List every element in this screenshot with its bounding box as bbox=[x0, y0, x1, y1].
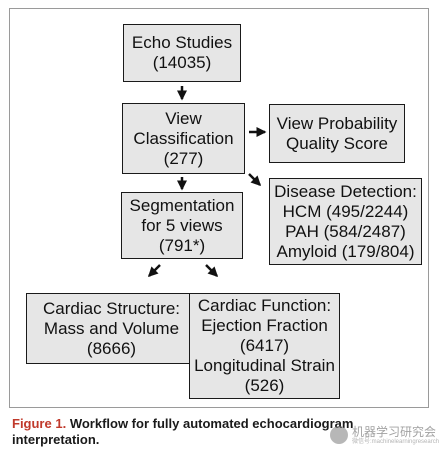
figure-label: Figure 1. bbox=[12, 416, 67, 431]
disease-detection-box: Disease Detection: HCM (495/2244) PAH (5… bbox=[269, 178, 422, 265]
segmentation-box: Segmentation for 5 views (791*) bbox=[121, 192, 243, 259]
view-probability-line-1: View Probability bbox=[276, 113, 398, 133]
watermark-text: 机器学习研究会 bbox=[352, 424, 437, 439]
cardiac-structure-count: (8666) bbox=[86, 338, 137, 358]
watermark-subtext: 微信号:machinelearningresearch bbox=[352, 438, 440, 445]
disease-detection-hcm: HCM (495/2244) bbox=[282, 201, 409, 221]
caption-line-2: interpretation. bbox=[12, 432, 100, 447]
segmentation-count: (791*) bbox=[158, 235, 206, 255]
segmentation-line-2: for 5 views bbox=[141, 215, 223, 235]
caption-line-1: Workflow for fully automated echocardiog… bbox=[69, 416, 354, 431]
cardiac-structure-title: Cardiac Structure: bbox=[43, 298, 180, 318]
figure-caption: Figure 1. Workflow for fully automated e… bbox=[12, 416, 432, 448]
watermark-logo-icon bbox=[330, 426, 348, 444]
cardiac-function-strain: Longitudinal Strain bbox=[194, 356, 335, 375]
disease-detection-title: Disease Detection: bbox=[274, 181, 417, 201]
cardiac-structure-line-2: Mass and Volume bbox=[43, 318, 180, 338]
cardiac-structure-box: Cardiac Structure: Mass and Volume (8666… bbox=[26, 293, 197, 364]
cardiac-function-ejection-count: (6417) bbox=[239, 336, 290, 355]
cardiac-function-box: Cardiac Function: Ejection Fraction (641… bbox=[189, 293, 340, 399]
echo-studies-box: Echo Studies (14035) bbox=[123, 24, 241, 82]
segmentation-line-1: Segmentation bbox=[129, 195, 235, 215]
view-probability-box: View Probability Quality Score bbox=[269, 104, 405, 163]
disease-detection-amyloid: Amyloid (179/804) bbox=[276, 241, 415, 261]
disease-detection-pah: PAH (584/2487) bbox=[285, 221, 406, 241]
view-classification-line-2: Classification bbox=[133, 128, 234, 148]
view-classification-line-1: View bbox=[165, 108, 202, 128]
view-classification-box: View Classification (277) bbox=[122, 103, 245, 174]
echo-studies-title: Echo Studies bbox=[131, 33, 233, 52]
watermark: 机器学习研究会 微信号:machinelearningresearch bbox=[330, 420, 440, 450]
echo-studies-count: (14035) bbox=[152, 53, 212, 72]
view-classification-count: (277) bbox=[163, 148, 204, 168]
cardiac-function-strain-count: (526) bbox=[244, 376, 285, 395]
cardiac-function-ejection: Ejection Fraction bbox=[201, 316, 328, 335]
cardiac-function-title: Cardiac Function: bbox=[197, 296, 332, 315]
view-probability-line-2: Quality Score bbox=[285, 133, 389, 153]
